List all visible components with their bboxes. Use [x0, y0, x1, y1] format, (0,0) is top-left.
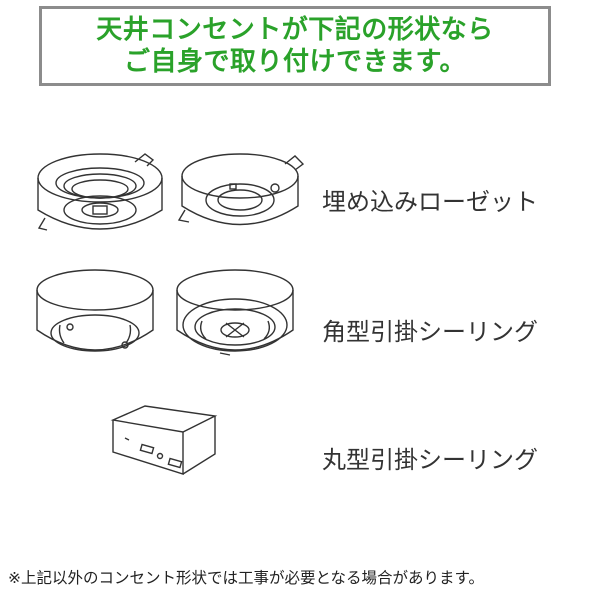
header-box: 天井コンセントが下記の形状なら ご自身で取り付けできます。	[39, 6, 551, 86]
embedded-rosette-illustration	[25, 148, 305, 243]
embedded-rosette-label: 埋め込みローゼット	[322, 188, 538, 216]
header-line-1: 天井コンセントが下記の形状なら	[96, 15, 494, 45]
header-line-2: ご自身で取り付けできます。	[124, 47, 466, 77]
round-hook-ceiling-illustration	[105, 402, 220, 482]
round-hook-ceiling-label: 丸型引掛シーリング	[322, 446, 538, 474]
footnote: ※上記以外のコンセント形状では工事が必要となる場合があります。	[8, 569, 484, 587]
square-hook-ceiling-illustration	[30, 265, 300, 370]
square-hook-ceiling-label: 角型引掛シーリング	[322, 318, 538, 346]
